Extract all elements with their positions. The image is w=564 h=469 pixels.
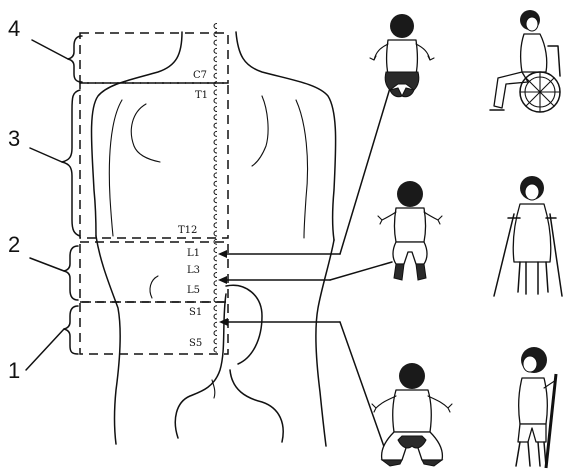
vertebra-label-s1: S1 <box>189 307 202 318</box>
wheelchair-user-icon <box>490 10 560 112</box>
vertebra-mark <box>214 173 217 178</box>
leader-region-1 <box>26 329 64 370</box>
vertebra-label-c7: C7 <box>193 70 207 81</box>
pointer-lines <box>218 88 392 458</box>
vertebra-mark <box>214 190 217 195</box>
region-number-2: 2 <box>8 232 20 257</box>
vertebra-mark <box>214 24 217 29</box>
crutches-user-icon <box>494 176 562 296</box>
pointer-l5-to-crouching-child <box>218 262 392 284</box>
leader-region-2 <box>30 258 64 271</box>
vertebra-mark <box>214 90 217 95</box>
vertebra-mark <box>214 339 217 344</box>
spine-vertebrae <box>214 24 217 353</box>
vertebra-mark <box>214 231 217 236</box>
vertebra-mark <box>214 198 217 203</box>
vertebra-mark <box>214 264 217 269</box>
vertebra-mark <box>214 206 217 211</box>
vertebra-mark <box>214 148 217 153</box>
brace-region-1 <box>64 306 78 354</box>
squatting-child-icon <box>372 363 452 466</box>
brace-region-2 <box>64 246 78 300</box>
region-number-4: 4 <box>8 16 20 41</box>
vertebra-mark <box>214 347 217 352</box>
vertebra-mark <box>214 65 217 70</box>
vertebra-mark <box>214 331 217 336</box>
wheelchair-user-illustration <box>490 10 560 112</box>
vertebra-mark <box>214 140 217 145</box>
vertebra-mark <box>214 223 217 228</box>
brace-region-3 <box>62 90 80 236</box>
vertebra-mark <box>214 123 217 128</box>
vertebra-mark <box>214 73 217 78</box>
vertebra-label-t12: T12 <box>178 225 197 236</box>
vertebra-mark <box>214 131 217 136</box>
vertebra-label-l3: L3 <box>187 265 200 276</box>
vertebra-mark <box>214 256 217 261</box>
back-figure <box>92 32 336 446</box>
vertebra-mark <box>214 115 217 120</box>
vertebra-mark <box>214 40 217 45</box>
vertebra-mark <box>214 306 217 311</box>
vertebra-label-t1: T1 <box>195 90 208 101</box>
vertebra-mark <box>214 165 217 170</box>
vertebra-mark <box>214 156 217 161</box>
leader-region-4 <box>32 40 68 59</box>
vertebra-mark <box>214 273 217 278</box>
vertebra-mark <box>214 322 217 327</box>
region-braces <box>26 36 82 370</box>
crutches-user-illustration <box>494 176 562 296</box>
squatting-child-illustration <box>372 363 452 466</box>
vertebra-mark <box>214 248 217 253</box>
sitting-child-illustration <box>370 14 434 97</box>
sitting-child-icon <box>370 14 434 97</box>
vertebra-mark <box>214 314 217 319</box>
walking-stick-user-icon <box>516 347 556 468</box>
vertebra-label-l1: L1 <box>187 248 200 259</box>
vertebra-labels: C7 T1 T12 L1 L3 L5 S1 S5 <box>178 68 212 349</box>
vertebra-mark <box>214 57 217 62</box>
crouching-child-icon <box>378 181 442 280</box>
region-numbers: 4 3 2 1 <box>8 16 20 383</box>
vertebra-mark <box>214 281 217 286</box>
vertebra-mark <box>214 214 217 219</box>
crouching-child-illustration <box>378 181 442 280</box>
region-number-3: 3 <box>8 126 20 151</box>
vertebra-label-s5: S5 <box>189 338 202 349</box>
vertebra-mark <box>214 48 217 53</box>
vertebra-mark <box>214 181 217 186</box>
walking-stick-user-illustration <box>516 347 556 468</box>
leader-region-3 <box>30 148 62 162</box>
pointer-s1-to-squatting-child <box>219 318 388 458</box>
region-number-1: 1 <box>8 358 20 383</box>
vertebra-mark <box>214 289 217 294</box>
vertebra-mark <box>214 107 217 112</box>
vertebra-mark <box>214 98 217 103</box>
vertebra-label-l5: L5 <box>187 285 200 296</box>
